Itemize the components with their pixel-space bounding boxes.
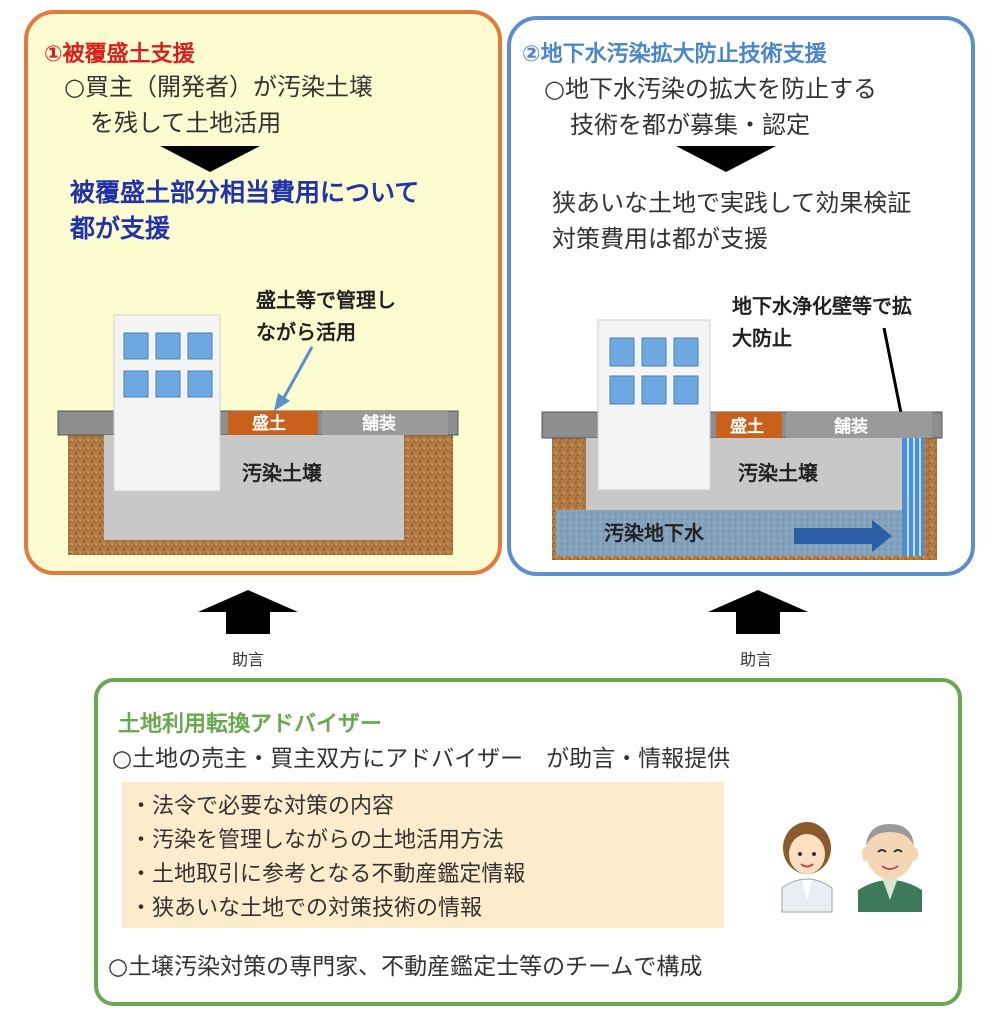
paving-label: 舗装 [361,413,396,434]
down-triangle-icon [160,146,260,172]
soil-label: 汚染土壌 [738,461,819,485]
down-triangle-icon [676,146,776,172]
bullet-box [122,782,724,928]
panel1-result-line1: 被覆盛土部分相当費用について [70,178,420,207]
advice-label-right: 助言 [740,650,773,669]
up-arrow-icon [198,590,298,634]
paving-block [322,411,448,435]
bullet-item: ・狭あいな土地での対策技術の情報 [130,896,483,921]
panel3-title: 土地利用転換アドバイザー [118,712,383,737]
panel2-callout-line2: 大防止 [732,326,792,350]
fill-block [228,411,318,435]
up-arrow-icon [708,590,808,634]
woman-advisor-icon [781,822,833,913]
bullet-item: ・汚染を管理しながらの土地活用方法 [130,828,505,853]
panel3-line1: ○土地の売主・買主双方にアドバイザー が助言・情報提供 [112,746,731,772]
panel1-result-line2: 都が支援 [70,214,171,243]
advice-label-left: 助言 [232,650,265,669]
panel2-desc-line2: 技術を都が募集・認定 [570,111,810,139]
panel2-ground-diagram: 盛土 舗装 汚染土壌 汚染地下水 [541,319,943,560]
paving-label: 舗装 [833,416,868,437]
panel2-result-line2: 対策費用は都が支援 [552,225,768,253]
panel2-callout-line1: 地下水浄化壁等で拡 [732,294,912,318]
groundwater-label: 汚染地下水 [604,521,705,545]
building-icon [597,319,711,491]
panel2-result-line1: 狭あいな土地で実践して効果検証 [552,189,912,217]
fill-block [716,412,782,438]
paving-block [786,412,932,438]
panel2-title: ②地下水汚染拡大防止技術支援 [522,42,827,67]
bullet-item: ・法令で必要な対策の内容 [130,794,395,819]
panel1-title: ①被覆盛土支援 [44,42,195,67]
fill-label: 盛土 [730,416,764,437]
man-advisor-icon [858,824,922,912]
panel1-ground-diagram: 盛土 舗装 汚染土壌 [57,314,459,555]
panel3-line2: ○土壌汚染対策の専門家、不動産鑑定士等のチームで構成 [108,954,703,980]
panel2-desc-line1: ○地下水汚染の拡大を防止する [544,75,877,103]
building-icon [113,314,221,492]
panel1-callout-line1: 盛土等で管理し [256,288,396,312]
panel1-desc-line2: を残して土地活用 [90,109,282,137]
soil-label: 汚染土壌 [242,461,323,485]
groundwater-flow-arrow [794,520,892,552]
bullet-item: ・土地取引に参考となる不動産鑑定情報 [130,862,526,887]
callout-pointer-arrow [274,346,314,411]
fill-label: 盛土 [252,413,286,434]
panel1-callout-line2: ながら活用 [256,320,356,344]
panel1-desc-line1: ○買主（開発者）が汚染土壌 [64,73,373,101]
